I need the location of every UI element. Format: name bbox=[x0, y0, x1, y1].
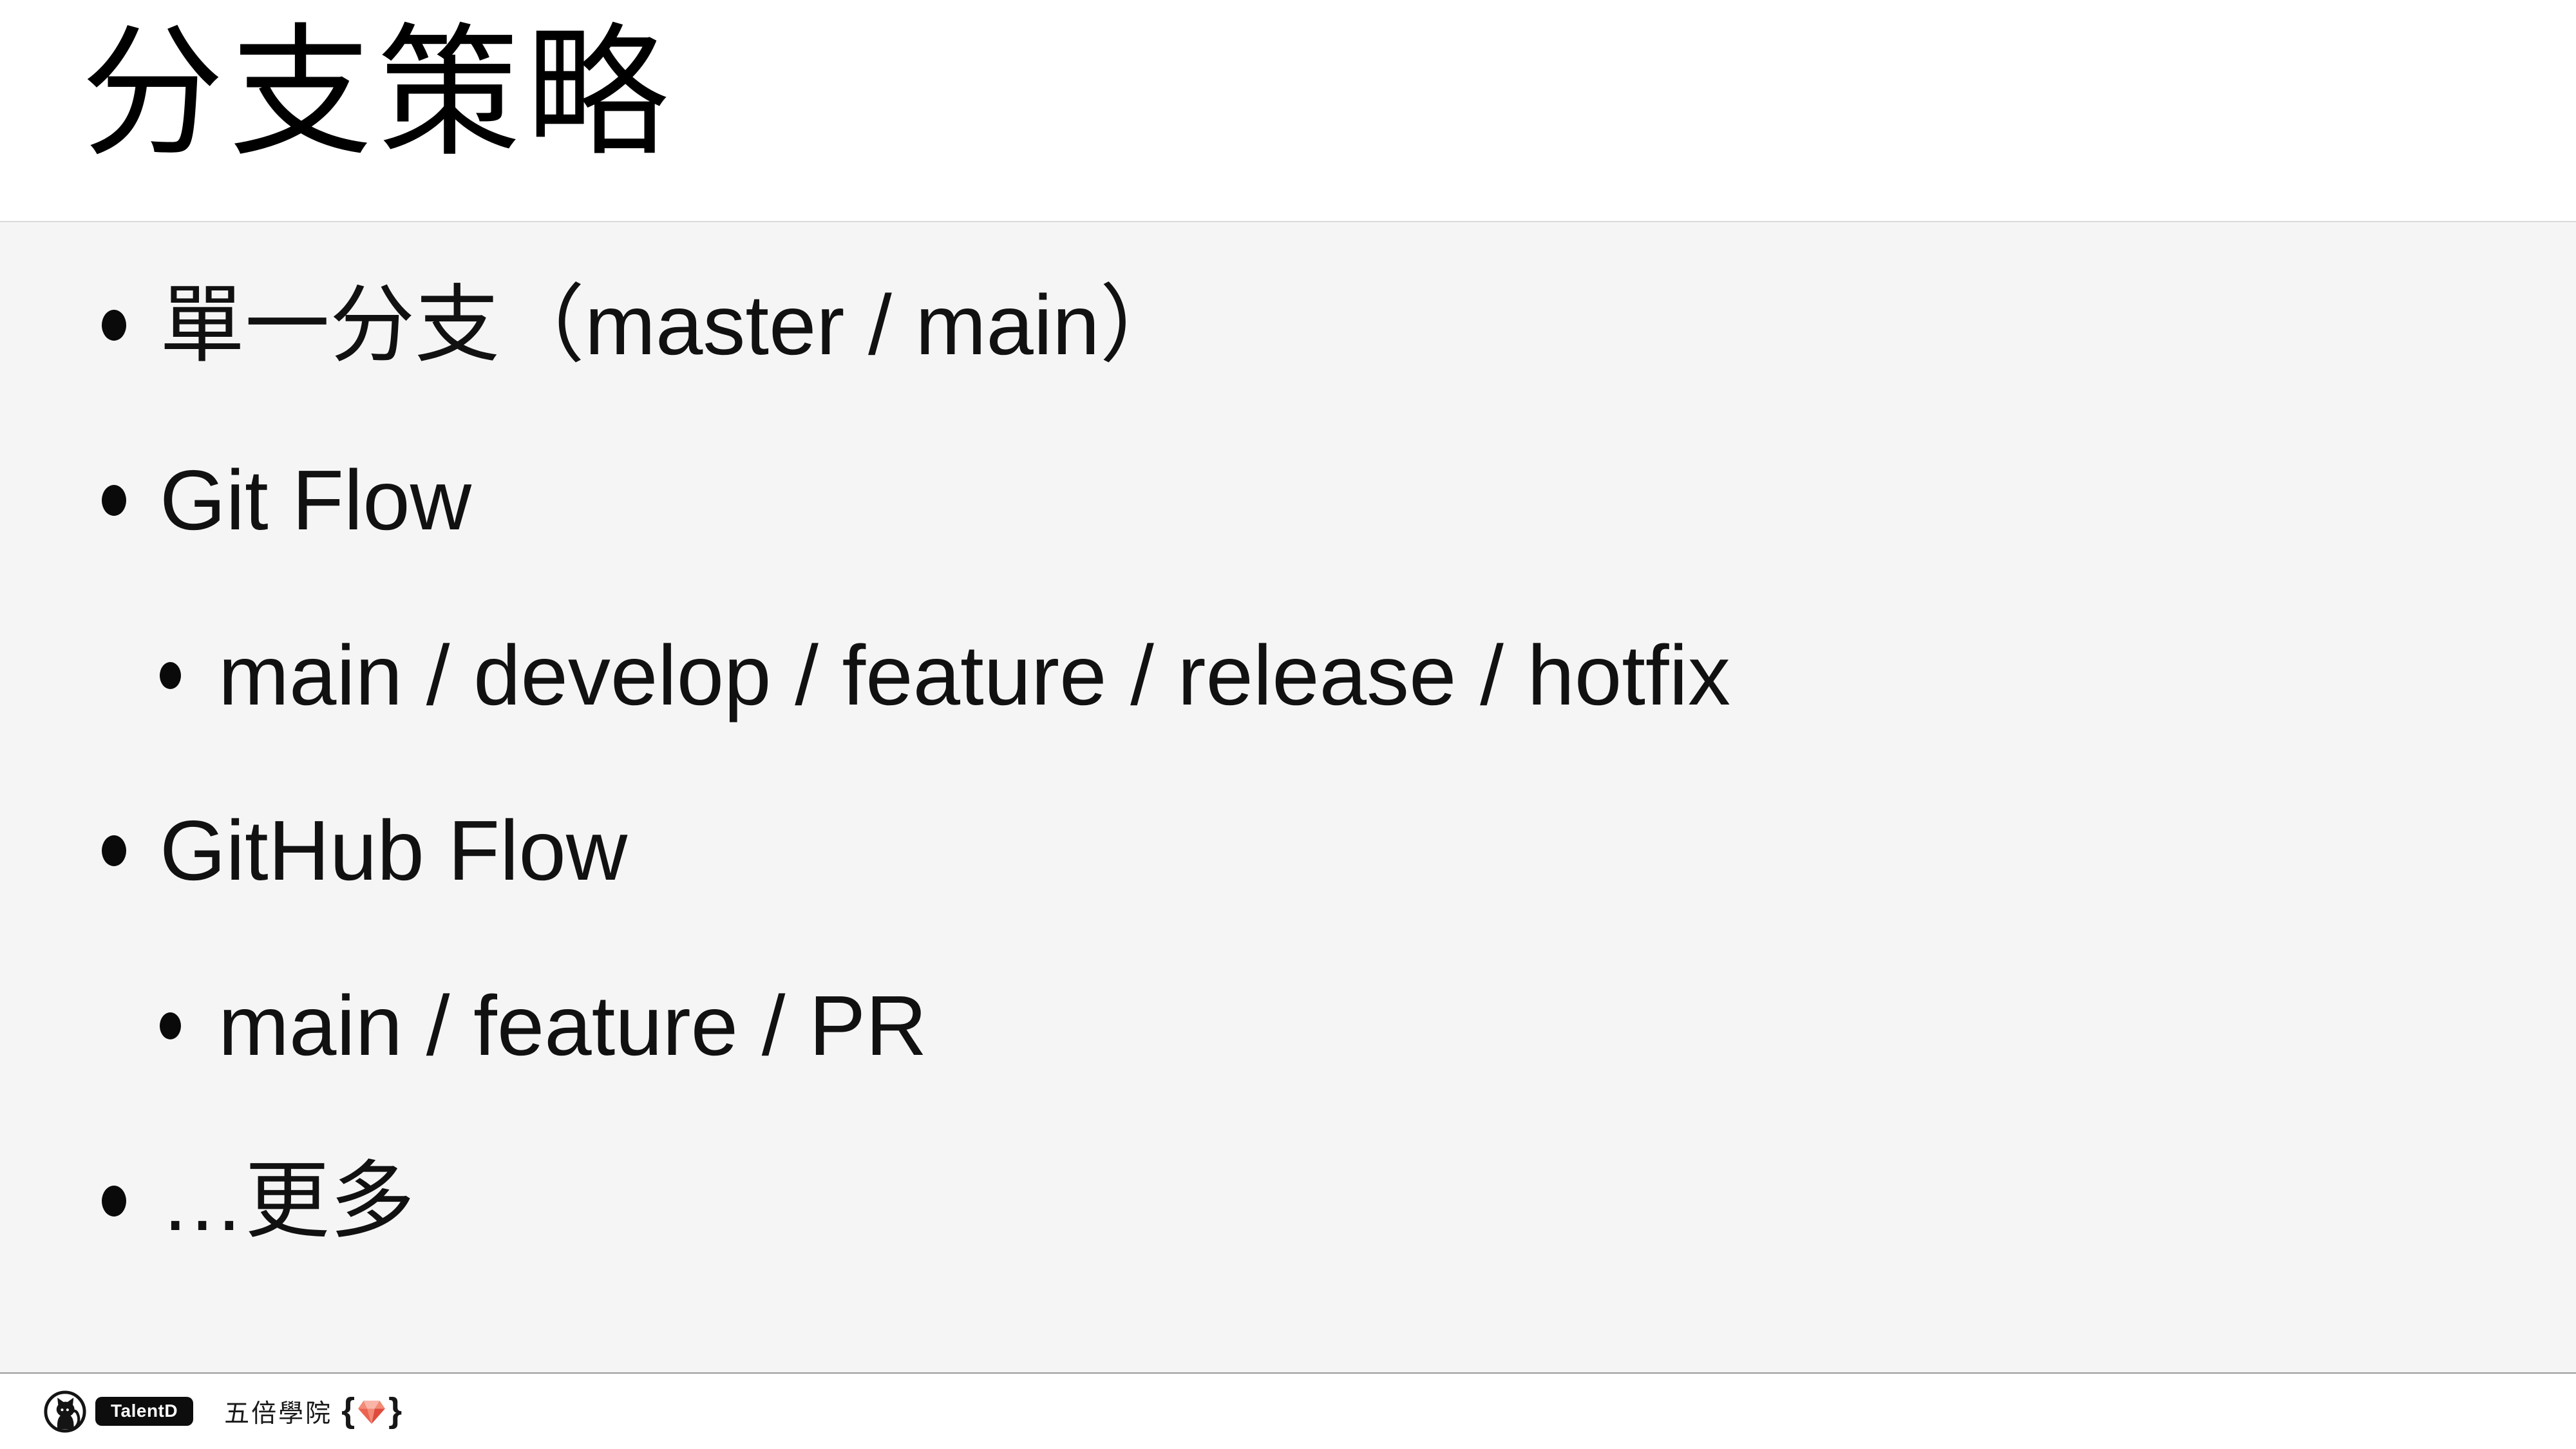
bullet-item: Git Flow bbox=[0, 413, 2576, 588]
bullet-text: Git Flow bbox=[160, 453, 472, 548]
open-brace: { bbox=[341, 1390, 355, 1430]
bullet-dot-icon bbox=[102, 835, 126, 866]
bullet-item: …更多 bbox=[0, 1113, 2576, 1289]
bullet-text: main / develop / feature / release / hot… bbox=[218, 628, 1730, 723]
page-title: 分支策略 bbox=[81, 14, 674, 173]
bullet-text: …更多 bbox=[160, 1153, 415, 1249]
slide-header: 分支策略 bbox=[0, 0, 2576, 221]
bullet-text: GitHub Flow bbox=[160, 803, 628, 898]
bullet-item: main / develop / feature / release / hot… bbox=[0, 588, 2576, 763]
bullet-item: main / feature / PR bbox=[0, 938, 2576, 1113]
ruby-gem-icon bbox=[358, 1400, 386, 1424]
brand-name: 五倍學院 bbox=[224, 1399, 333, 1428]
bullet-item: 單一分支（master / main） bbox=[0, 238, 2576, 413]
bullet-text: 單一分支（master / main） bbox=[160, 278, 1185, 373]
bullet-text: main / feature / PR bbox=[218, 978, 927, 1074]
ruby-gem-badge: { } bbox=[341, 1390, 402, 1430]
cat-logo-icon bbox=[44, 1390, 86, 1433]
bullet-dot-icon bbox=[102, 485, 126, 516]
bullet-dot-icon bbox=[160, 1012, 181, 1039]
bullet-list: 單一分支（master / main） Git Flow main / deve… bbox=[0, 238, 2576, 1289]
close-brace: } bbox=[388, 1390, 402, 1430]
slide-footer: TalentD 五倍學院 { } bbox=[0, 1372, 2576, 1449]
talentd-badge: TalentD bbox=[95, 1397, 194, 1426]
bullet-dot-icon bbox=[102, 1186, 126, 1217]
bullet-dot-icon bbox=[160, 662, 181, 689]
bullet-dot-icon bbox=[102, 310, 126, 341]
bullet-item: GitHub Flow bbox=[0, 763, 2576, 938]
slide-body: 單一分支（master / main） Git Flow main / deve… bbox=[0, 221, 2576, 1372]
